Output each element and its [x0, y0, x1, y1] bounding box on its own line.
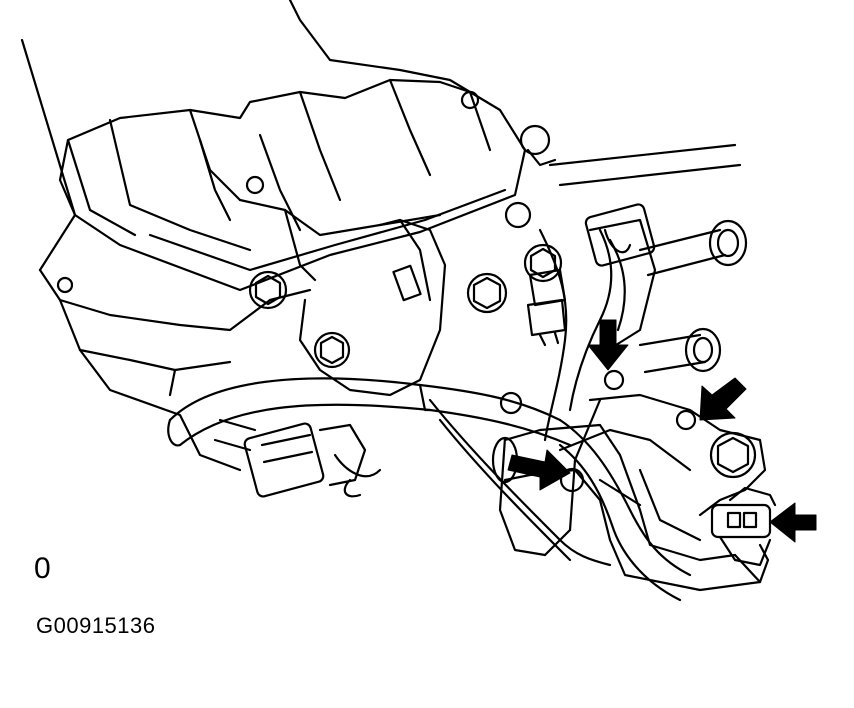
bolt-8: [709, 431, 757, 479]
bolt-6: [519, 124, 557, 167]
arrow-down: [587, 319, 629, 371]
arrow-right-upper: [507, 449, 571, 491]
manifold-flange: [38, 198, 442, 472]
arrow-left: [769, 502, 817, 543]
housing-bolts: [559, 369, 697, 493]
bolt-7: [56, 90, 480, 294]
bolt-5: [504, 201, 532, 229]
left-connector: [213, 418, 382, 498]
bolt-3: [466, 272, 508, 314]
bracket-plate: [298, 218, 447, 397]
figure-code: G00915136: [36, 613, 156, 638]
bolt-9: [499, 391, 523, 415]
engine-cover: [20, 0, 527, 292]
bolt-1: [248, 270, 288, 310]
arrow-diagonal-down-left: [699, 377, 747, 421]
bolt-heads: [56, 90, 757, 479]
wiring-harness: [167, 228, 692, 602]
coolant-hose: [491, 423, 770, 592]
view-marker: 0: [34, 552, 51, 585]
callout-arrows: [507, 319, 817, 543]
bolt-2: [313, 331, 351, 369]
upper-connector: [526, 203, 656, 347]
outlet-pipes: [548, 143, 748, 374]
bolt-4: [523, 243, 563, 283]
